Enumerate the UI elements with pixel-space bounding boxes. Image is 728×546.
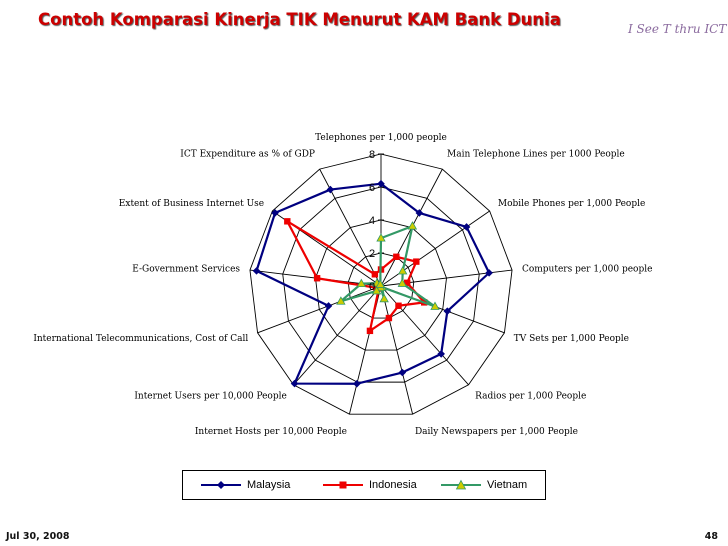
axis-label: Daily Newspapers per 1,000 People [415, 427, 578, 437]
axis-label: ICT Expenditure as % of GDP [180, 149, 315, 159]
axis-label: Mobile Phones per 1,000 People [498, 199, 645, 209]
data-point [395, 302, 402, 309]
legend-swatch-indonesia [323, 481, 363, 489]
data-point [404, 279, 411, 287]
legend-swatch-malaysia [201, 481, 241, 489]
data-point [353, 379, 361, 388]
data-point [415, 209, 424, 217]
grid-ring [315, 219, 447, 351]
grid-spoke [257, 285, 382, 334]
page-number: 48 [704, 531, 718, 542]
grid-spoke [293, 285, 382, 386]
radial-tick-label: 6 [369, 182, 375, 194]
axis-label: TV Sets per 1,000 People [514, 334, 629, 344]
axis-label: Internet Users per 10,000 People [134, 391, 286, 401]
data-point [462, 223, 471, 231]
slide-tagline: I See T thru ICT [628, 22, 727, 36]
footer-date: Jul 30, 2008 [6, 531, 70, 542]
radial-tick-label: 4 [369, 215, 375, 227]
data-point [443, 307, 452, 315]
radial-tick-label: 0 [369, 281, 375, 293]
data-point [398, 368, 407, 377]
data-point [284, 218, 291, 225]
slide-title: Contoh Komparasi Kinerja TIK Menurut KAM… [38, 10, 561, 29]
data-point [326, 185, 335, 194]
series-line-malaysia [255, 182, 491, 385]
data-point [430, 301, 440, 310]
data-point [407, 221, 418, 230]
data-point [385, 314, 393, 322]
grid-ring [347, 252, 415, 319]
grid-ring [249, 153, 513, 415]
data-point [371, 285, 382, 295]
series-line-indonesia [286, 220, 426, 332]
data-point [313, 275, 321, 282]
legend-label-indonesia: Indonesia [369, 479, 417, 491]
axis-label: Computers per 1,000 people [522, 264, 652, 274]
chart-legend: Malaysia Indonesia Vietnam [182, 470, 546, 500]
data-point [437, 350, 445, 358]
data-point [356, 278, 367, 288]
data-point [393, 253, 400, 260]
radial-tick-label: 2 [369, 248, 375, 260]
legend-label-malaysia: Malaysia [247, 479, 291, 491]
data-point [397, 278, 407, 287]
data-point [366, 327, 374, 335]
legend-item-vietnam: Vietnam [441, 477, 527, 493]
data-point [376, 233, 386, 242]
radial-tick-label: 8 [369, 149, 375, 161]
data-point [290, 379, 299, 388]
legend-label-vietnam: Vietnam [487, 479, 528, 491]
series-indonesia [284, 218, 428, 335]
axis-label: International Telecommunications, Cost o… [33, 334, 248, 344]
axis-label: Telephones per 1,000 people [315, 133, 447, 143]
legend-swatch-vietnam [441, 479, 481, 490]
data-point [252, 267, 261, 275]
data-point [379, 293, 389, 303]
data-point [324, 302, 333, 310]
data-point [377, 179, 385, 188]
axis-label: Extent of Business Internet Use [119, 199, 264, 209]
data-point [413, 258, 420, 265]
series-vietnam [336, 221, 440, 310]
legend-item-malaysia: Malaysia [201, 477, 290, 493]
data-point [375, 279, 385, 288]
data-point [371, 271, 379, 278]
data-point [398, 265, 408, 275]
axis-label: E-Government Services [132, 264, 240, 274]
axis-label: Radios per 1,000 People [475, 391, 586, 401]
axis-label: Internet Hosts per 10,000 People [195, 427, 347, 437]
grid-spoke [380, 285, 414, 415]
data-point [271, 209, 279, 217]
legend-item-indonesia: Indonesia [323, 477, 417, 493]
data-point [485, 269, 493, 277]
series-malaysia [252, 179, 493, 388]
axis-label: Main Telephone Lines per 1000 People [447, 149, 625, 159]
grid-spoke [380, 285, 469, 386]
data-point [336, 296, 346, 305]
